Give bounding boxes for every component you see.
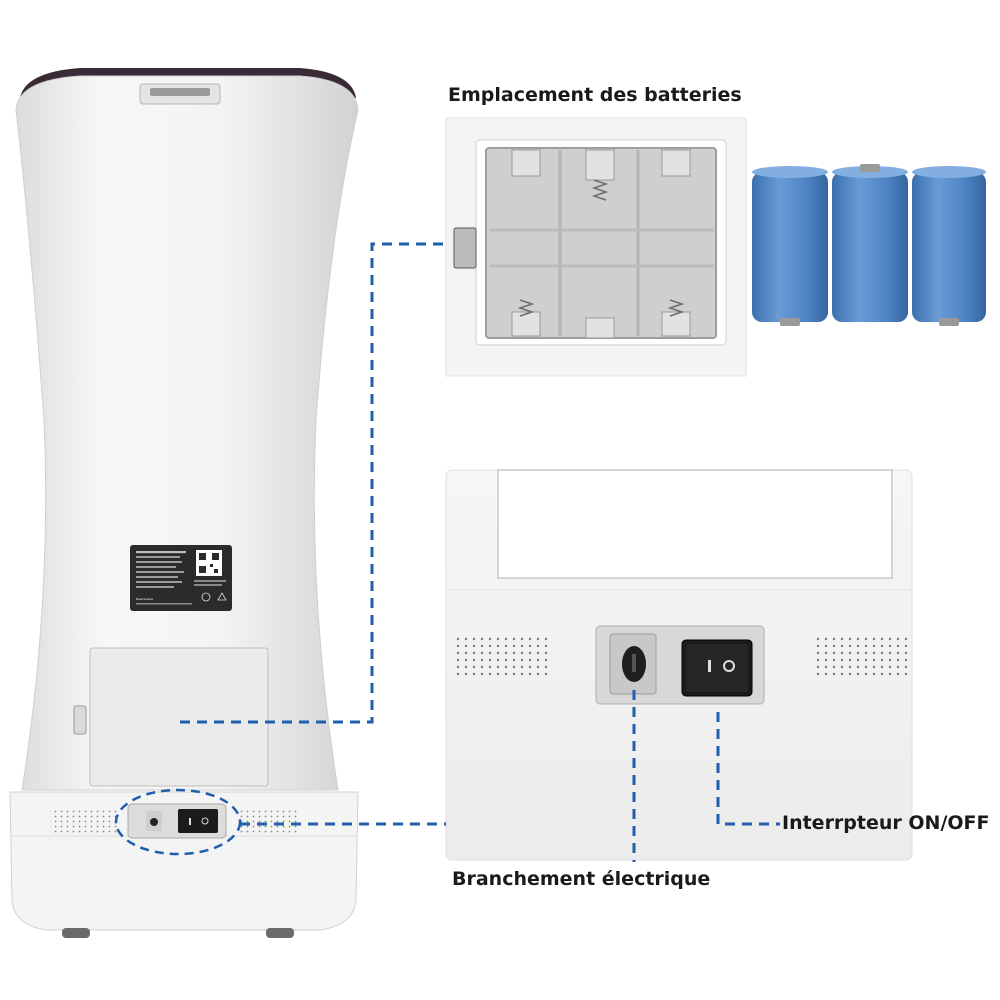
batteries: [752, 164, 986, 326]
battery-compartment-closeup: [445, 117, 747, 377]
switch-on-mark: [708, 660, 711, 672]
spring-contact: [591, 179, 609, 201]
leader-line-switch: [716, 712, 780, 826]
battery-cell: [832, 164, 908, 322]
vent-left-closeup: [452, 636, 548, 678]
switch-off-mark: [723, 660, 735, 672]
battery-cell: [912, 166, 986, 326]
foot: [62, 928, 90, 938]
spring-contact: [517, 299, 535, 317]
power-connector-label: Branchement électrique: [452, 868, 711, 890]
power-panel-closeup: [445, 469, 913, 861]
recycle-icon: [201, 592, 211, 602]
leader-line-battery: [180, 242, 446, 724]
vent-right-closeup: [816, 636, 908, 678]
vent-left: [50, 808, 118, 834]
power-switch-label: Interrpteur ON/OFF: [782, 812, 990, 834]
ports-highlight-ring: [114, 788, 242, 856]
vent-right: [240, 808, 298, 834]
battery-cell: [752, 166, 828, 326]
battery-door: [89, 647, 269, 787]
foot: [266, 928, 294, 938]
battery-door-latch: [73, 705, 87, 735]
device-body: [15, 75, 359, 791]
house-icon: [217, 592, 227, 601]
spring-contact: [667, 299, 685, 317]
small-power-switch: [178, 809, 218, 833]
battery-compartment-label: Emplacement des batteries: [448, 84, 742, 106]
info-sticker: Dawnmade: [130, 545, 232, 611]
leader-lines: [180, 242, 780, 862]
pet-feeder-device: Dawnmade: [9, 68, 359, 938]
panel-lid: [497, 469, 893, 579]
sticker-brand: Dawnmade: [136, 597, 153, 601]
